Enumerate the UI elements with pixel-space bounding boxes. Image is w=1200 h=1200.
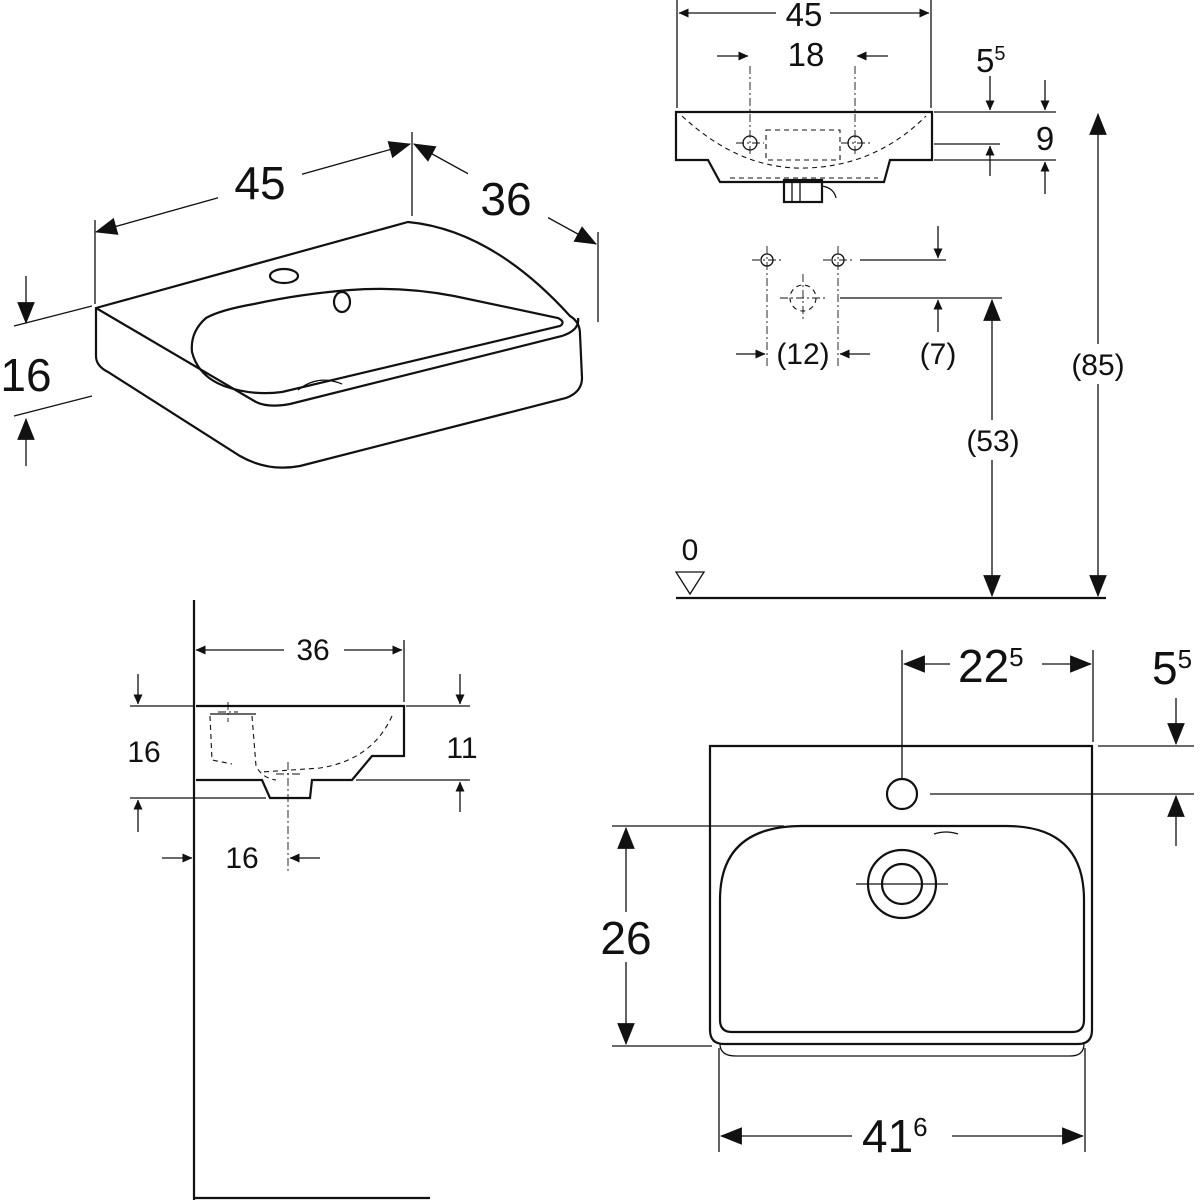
- top-basin-outline: [708, 744, 1094, 1046]
- iso-drain: [297, 379, 343, 391]
- iso-basin-outline: [94, 220, 584, 469]
- isometric-view: 45 36 16: [0, 132, 599, 469]
- install-tap-hole-right: [823, 246, 853, 366]
- front-waste-outlet: [782, 178, 824, 204]
- iso-basin-top-edge: [95, 307, 580, 407]
- side-depth-label: 36: [296, 634, 329, 667]
- front-tap-hole-right: [841, 66, 870, 156]
- front-bowl-height-label: 9: [1036, 120, 1054, 157]
- top-tap-edge-label: 55: [1152, 642, 1192, 694]
- install-drain-position: [780, 274, 826, 322]
- install-hole-spacing-label: (12): [776, 338, 829, 371]
- front-tap-recess: [765, 129, 841, 161]
- install-tap-hole-left: [752, 246, 782, 366]
- side-bowl-contour: [261, 715, 393, 773]
- iso-depth-label: 36: [480, 173, 531, 225]
- side-rim-height-label: 11: [446, 732, 477, 765]
- side-inner-contour: [209, 715, 277, 781]
- side-drain-offset-label: 16: [225, 842, 258, 875]
- iso-tap-hole: [268, 267, 300, 285]
- side-basin-outline: [196, 704, 406, 800]
- top-bowl-width-label: 416: [862, 1110, 928, 1162]
- side-height-label: 16: [127, 736, 160, 769]
- iso-overflow-hole: [332, 290, 352, 314]
- front-rim-label: 55: [976, 42, 1005, 79]
- front-view: 45 18 55 9: [674, 0, 1056, 204]
- front-width-label: 45: [786, 0, 823, 33]
- top-overflow-slot: [933, 831, 959, 835]
- front-tap-spacing-label: 18: [788, 36, 825, 73]
- install-rim-height-label: (85): [1071, 349, 1124, 382]
- front-tap-hole-left: [736, 66, 764, 156]
- side-view: 36 16 11 16: [127, 600, 478, 1200]
- iso-bowl: [190, 287, 564, 395]
- top-drain: [856, 848, 948, 920]
- iso-height-label: 16: [0, 349, 51, 401]
- top-tap-position-label: 225: [958, 640, 1024, 692]
- install-hole-offset-label: (7): [920, 338, 957, 371]
- floor-level-label: 0: [682, 534, 699, 567]
- floor-level-marker: [674, 571, 706, 596]
- install-drain-height-label: (53): [966, 425, 1019, 458]
- front-bowl-contour: [681, 115, 927, 169]
- iso-width-label: 45: [234, 157, 285, 209]
- top-bowl-depth-label: 26: [600, 912, 651, 964]
- top-view: 225 55 26 416: [594, 640, 1194, 1162]
- front-basin-outline: [674, 110, 934, 184]
- top-bowl: [718, 824, 1086, 1034]
- top-tap-hole: [885, 650, 919, 811]
- installation-view: (12) (7) (53) (85) 0: [674, 112, 1134, 600]
